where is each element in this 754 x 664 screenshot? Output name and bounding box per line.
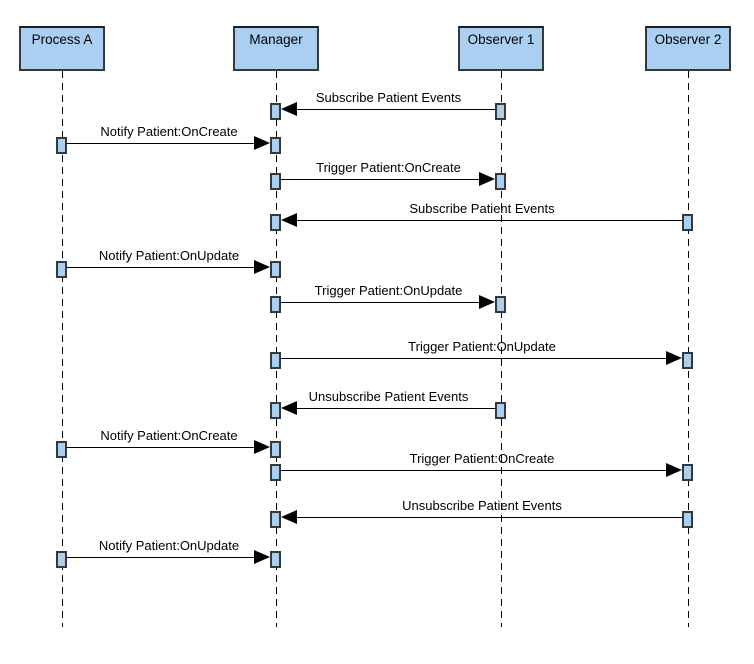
message-line [296,517,683,518]
activation-source-notify-patient-oncreate [56,441,67,458]
activation-source-trigger-patient-onupdate [270,352,281,369]
activation-target-notify-patient-oncreate [270,441,281,458]
message-label: Subscribe Patient Events [315,90,462,105]
actor-label: Observer 2 [654,32,722,47]
message-line [67,557,254,558]
arrowhead-right-icon [254,136,270,150]
activation-target-trigger-patient-onupdate [495,296,506,313]
activation-source-notify-patient-onupdate [56,261,67,278]
activation-target-unsubscribe-patient-events [270,402,281,419]
message-label: Trigger Patient:OnUpdate [408,339,556,354]
arrowhead-right-icon [666,463,682,477]
arrowhead-right-icon [254,440,270,454]
arrowhead-left-icon [281,102,297,116]
lifeline-observer-1 [501,71,502,627]
message-label: Unsubscribe Patient Events [402,498,562,513]
activation-source-subscribe-patient-events [495,103,506,120]
lifeline-process-a [62,71,63,627]
activation-target-trigger-patient-oncreate [495,173,506,190]
message-line [296,109,496,110]
actor-label: Manager [249,32,303,47]
activation-target-notify-patient-oncreate [270,137,281,154]
activation-target-notify-patient-onupdate [270,261,281,278]
activation-source-notify-patient-oncreate [56,137,67,154]
activation-target-trigger-patient-onupdate [682,352,693,369]
message-line [67,143,254,144]
message-line [296,220,683,221]
activation-source-trigger-patient-oncreate [270,173,281,190]
message-line [281,358,666,359]
arrowhead-right-icon [479,295,495,309]
activation-target-subscribe-patient-events [270,214,281,231]
activation-source-unsubscribe-patient-events [495,402,506,419]
message-line [281,470,666,471]
arrowhead-right-icon [479,172,495,186]
message-label: Trigger Patient:OnUpdate [314,283,463,298]
message-label: Trigger Patient:OnCreate [409,451,555,466]
message-label: Notify Patient:OnUpdate [98,248,240,263]
arrowhead-right-icon [254,550,270,564]
message-label: Subscribe Patient Events [409,201,555,216]
lifeline-observer-2 [688,71,689,627]
activation-target-subscribe-patient-events [270,103,281,120]
activation-source-notify-patient-onupdate [56,551,67,568]
arrowhead-right-icon [254,260,270,274]
actor-label: Process A [31,32,93,47]
message-line [67,267,254,268]
activation-source-trigger-patient-oncreate [270,464,281,481]
message-label: Notify Patient:OnUpdate [98,538,240,553]
actor-box-process-a: Process A [19,26,105,71]
message-line [296,408,496,409]
message-label: Notify Patient:OnCreate [100,428,238,443]
message-line [281,179,479,180]
activation-source-subscribe-patient-events [682,214,693,231]
actor-box-manager: Manager [233,26,319,71]
actor-box-observer-1: Observer 1 [458,26,544,71]
message-label: Unsubscribe Patient Events [308,389,469,404]
arrowhead-left-icon [281,510,297,524]
activation-target-unsubscribe-patient-events [270,511,281,528]
arrowhead-left-icon [281,213,297,227]
message-label: Notify Patient:OnCreate [100,124,238,139]
activation-source-unsubscribe-patient-events [682,511,693,528]
activation-target-notify-patient-onupdate [270,551,281,568]
arrowhead-left-icon [281,401,297,415]
lifeline-manager [276,71,277,627]
message-line [67,447,254,448]
activation-target-trigger-patient-oncreate [682,464,693,481]
arrowhead-right-icon [666,351,682,365]
actor-box-observer-2: Observer 2 [645,26,731,71]
message-line [281,302,479,303]
actor-label: Observer 1 [467,32,535,47]
message-label: Trigger Patient:OnCreate [316,160,461,175]
activation-source-trigger-patient-onupdate [270,296,281,313]
